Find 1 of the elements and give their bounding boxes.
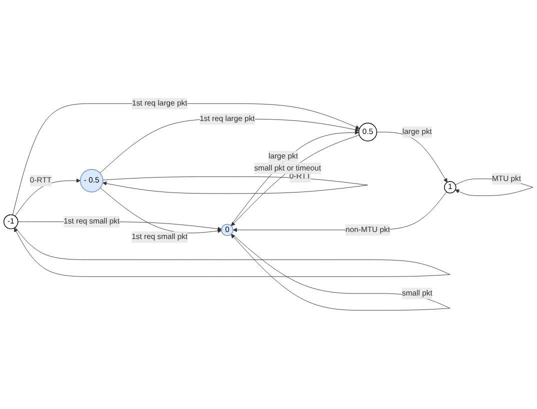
arrow [14, 227, 450, 278]
